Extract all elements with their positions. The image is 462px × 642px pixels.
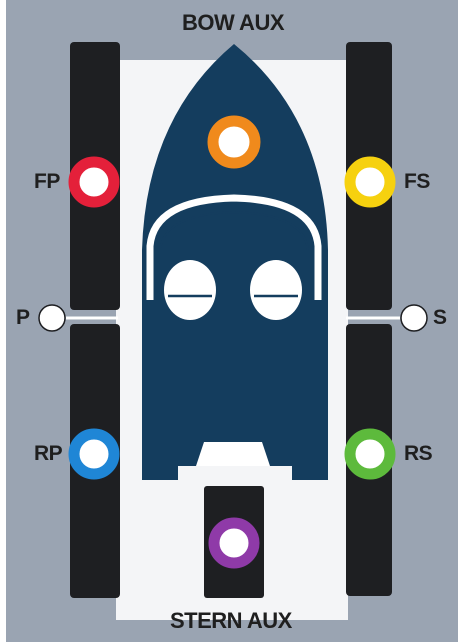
forward-port-light-icon[interactable] [74, 162, 114, 202]
swim-platform [196, 442, 270, 466]
starboard-marker-icon[interactable] [401, 305, 427, 331]
starboard-seat-icon [250, 260, 302, 320]
rear-starboard-light-icon[interactable] [350, 434, 390, 474]
port-marker-icon[interactable] [39, 305, 65, 331]
port-label: P [16, 306, 30, 330]
bow-aux-light-icon[interactable] [213, 121, 255, 163]
rear-port-light-icon[interactable] [74, 434, 114, 474]
rear-port-label: RP [34, 442, 62, 466]
starboard-label: S [433, 306, 447, 330]
stern-aux-light-icon[interactable] [214, 523, 254, 563]
forward-starboard-light-icon[interactable] [350, 162, 390, 202]
port-seat-icon [164, 260, 216, 320]
rear-starboard-label: RS [404, 442, 432, 466]
stern-aux-title: STERN AUX [170, 608, 292, 634]
forward-port-label: FP [34, 170, 60, 194]
forward-starboard-label: FS [404, 170, 430, 194]
bow-aux-title: BOW AUX [182, 10, 284, 36]
